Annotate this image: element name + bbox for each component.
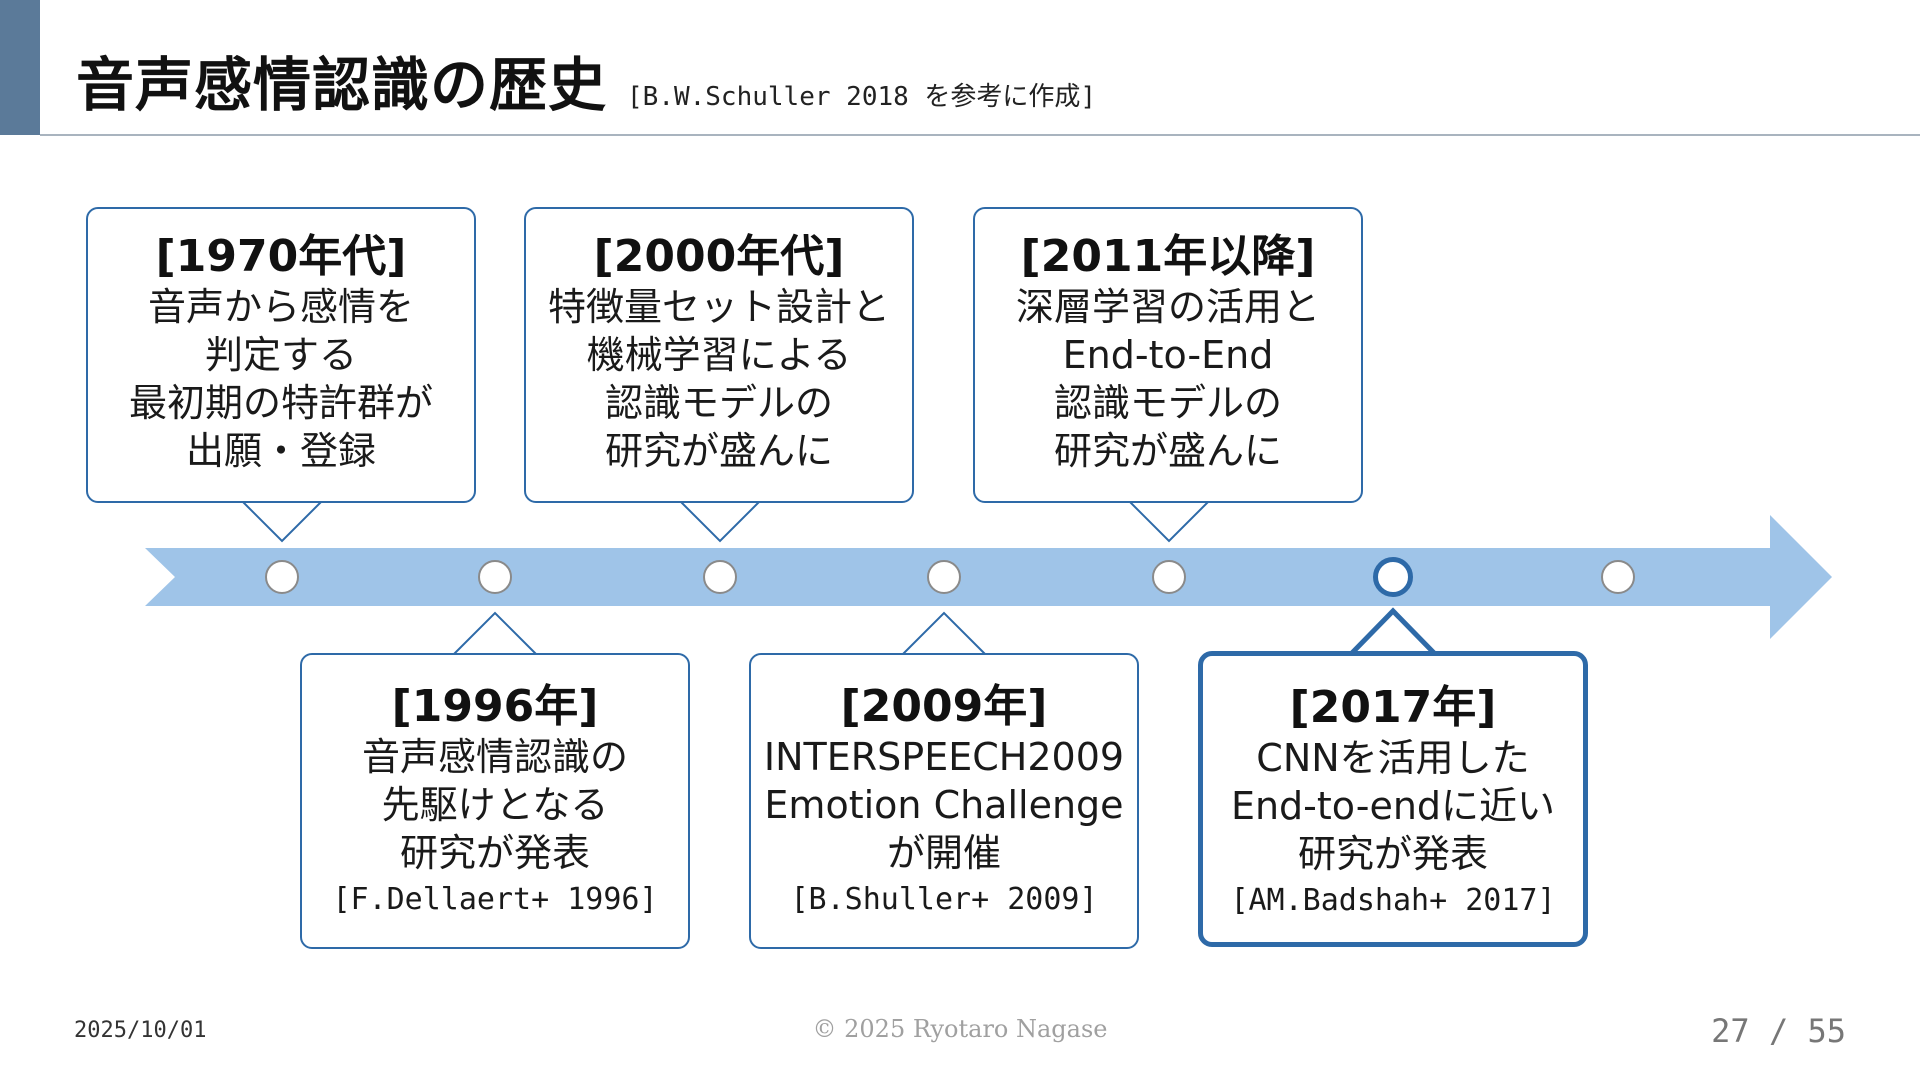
callout-line: 認識モデルの [1053, 381, 1282, 425]
callout-line: 音声から感情を [147, 285, 414, 329]
page-subtitle: [B.W.Schuller 2018 を参考に作成] [627, 82, 1097, 112]
timeline-node-2011 [1152, 560, 1186, 594]
title-accent-bar [0, 0, 40, 135]
callout-line: が開催 [886, 831, 1001, 875]
title-divider [40, 134, 1920, 136]
timeline-node-2009 [927, 560, 961, 594]
timeline-node-1970 [265, 560, 299, 594]
callout-heading: [2017年] [1289, 682, 1497, 733]
callout-line: 深層学習の活用と [1015, 285, 1320, 329]
callout-line: End-to-endに近い [1230, 784, 1556, 828]
connector-2000 [677, 498, 763, 543]
callout-line: 音声感情認識の [361, 735, 628, 779]
callout-2000s: [2000年代] 特徴量セット設計と 機械学習による 認識モデルの 研究が盛んに [524, 207, 914, 503]
callout-line: 出願・登録 [185, 429, 376, 473]
callout-line: 研究が発表 [399, 831, 590, 875]
callout-line: End-to-End [1062, 333, 1274, 377]
page-number: 27 / 55 [1711, 1012, 1846, 1050]
footer-date: 2025/10/01 [74, 1018, 207, 1043]
callout-line: 判定する [204, 333, 357, 377]
callout-reference: [F.Dellaert+ 1996] [332, 882, 658, 917]
connector-2009 [901, 611, 987, 656]
callout-1970s: [1970年代] 音声から感情を 判定する 最初期の特許群が 出願・登録 [86, 207, 476, 503]
footer-copyright: © 2025 Ryotaro Nagase [812, 1015, 1108, 1043]
callout-line: Emotion Challenge [764, 783, 1124, 827]
callout-2017: [2017年] CNNを活用した End-to-endに近い 研究が発表 [AM… [1198, 651, 1588, 947]
callout-line: 研究が盛んに [604, 429, 833, 473]
title-area: 音声感情認識の歴史 [B.W.Schuller 2018 を参考に作成] [76, 38, 1096, 122]
callout-reference: [B.Shuller+ 2009] [790, 882, 1098, 917]
callout-heading: [2009年] [840, 681, 1048, 732]
timeline-node-2000 [703, 560, 737, 594]
callout-line: 特徴量セット設計と [547, 285, 890, 329]
callout-line: 先駆けとなる [381, 783, 609, 827]
callout-line: 研究が発表 [1297, 832, 1488, 876]
callout-heading: [2011年以降] [1020, 231, 1316, 282]
connector-1970 [239, 498, 325, 543]
callout-heading: [2000年代] [593, 231, 845, 282]
timeline-node-future [1601, 560, 1635, 594]
callout-reference: [AM.Badshah+ 2017] [1230, 883, 1556, 918]
callout-2009: [2009年] INTERSPEECH2009 Emotion Challeng… [749, 653, 1139, 949]
timeline-node-1996 [478, 560, 512, 594]
callout-2011-onward: [2011年以降] 深層学習の活用と End-to-End 認識モデルの 研究が… [973, 207, 1363, 503]
callout-heading: [1996年] [391, 681, 599, 732]
callout-heading: [1970年代] [155, 231, 407, 282]
connector-1996 [452, 611, 538, 656]
callout-line: 機械学習による [586, 333, 852, 377]
callout-line: 認識モデルの [604, 381, 833, 425]
connector-2011 [1126, 498, 1212, 543]
timeline-node-2017 [1373, 557, 1413, 597]
callout-1996: [1996年] 音声感情認識の 先駆けとなる 研究が発表 [F.Dellaert… [300, 653, 690, 949]
callout-line: 研究が盛んに [1053, 429, 1282, 473]
timeline-arrow-shape [145, 515, 1832, 639]
callout-line: 最初期の特許群が [128, 381, 433, 425]
connector-2017 [1348, 607, 1438, 657]
page-title: 音声感情認識の歴史 [76, 51, 608, 119]
callout-line: INTERSPEECH2009 [763, 735, 1125, 779]
callout-line: CNNを活用した [1256, 736, 1530, 780]
